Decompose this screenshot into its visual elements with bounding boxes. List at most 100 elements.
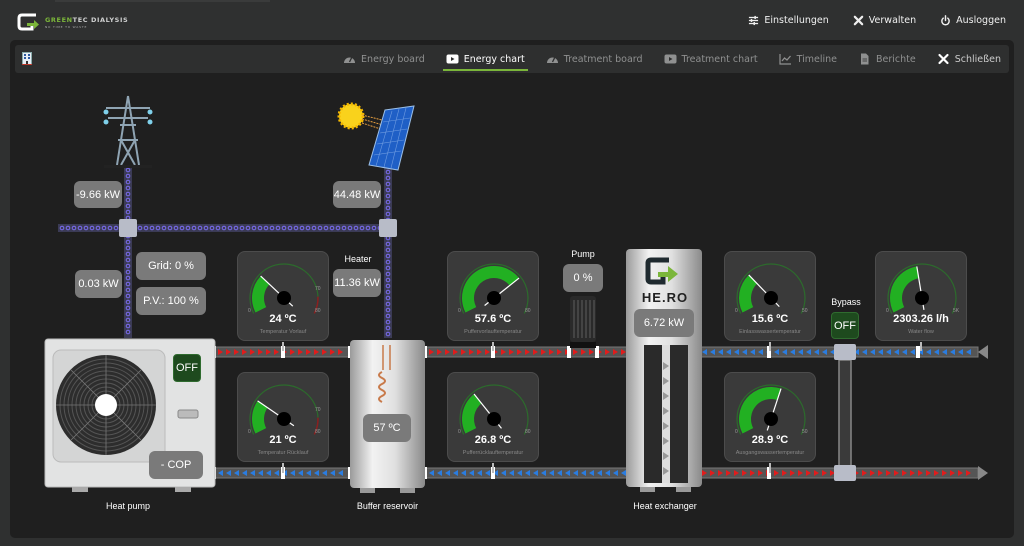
flow-arrow	[966, 470, 971, 476]
electric-dot	[59, 225, 65, 231]
electric-dot	[287, 225, 293, 231]
logo[interactable]: GREENTEC DIALYSIS NO TIME TO WASTE	[16, 12, 128, 32]
gauge-track	[249, 263, 319, 314]
tab-label: Energy chart	[463, 53, 525, 65]
flow-arrow	[958, 349, 963, 355]
pump-fin	[593, 300, 595, 338]
flow-arrow	[290, 349, 295, 355]
flow-arrow	[258, 470, 263, 476]
electric-dot	[107, 225, 113, 231]
flow-arrow	[509, 349, 514, 355]
pipe-connector	[916, 346, 920, 358]
gauge-track	[736, 263, 806, 314]
flow-arrow	[758, 470, 763, 476]
flow-arrow	[573, 470, 578, 476]
flow-arrow	[910, 470, 915, 476]
gauge-track	[249, 384, 319, 435]
settings-link[interactable]: Einstellungen	[748, 15, 829, 26]
gauge-track	[887, 263, 957, 314]
flow-arrow	[533, 349, 538, 355]
pump-fin	[589, 300, 591, 338]
tab-label: Berichte	[876, 53, 916, 65]
heat-transfer-arrow	[663, 362, 669, 370]
gauge-max-label: 80	[315, 429, 321, 435]
electric-dot	[341, 225, 347, 231]
gauge-fill	[462, 266, 520, 313]
heat-pump-toggle[interactable]: OFF	[173, 354, 201, 382]
logout-label: Ausloggen	[956, 15, 1006, 26]
flow-arrow	[258, 349, 263, 355]
building-icon[interactable]	[22, 52, 32, 65]
tab-bar: Energy board Energy chart Treatment board T…	[15, 45, 1009, 73]
flow-arrow	[621, 470, 626, 476]
flow-arrow	[798, 470, 803, 476]
electric-dot	[185, 225, 191, 231]
logout-link[interactable]: Ausloggen	[940, 15, 1006, 26]
gauge-min-label: 0	[248, 429, 251, 435]
heater-power-value: 11.36 kW	[333, 269, 381, 297]
electric-dot	[385, 199, 391, 205]
tab-timeline[interactable]: Timeline	[779, 45, 837, 73]
electric-dot	[257, 225, 263, 231]
electric-dot	[385, 193, 391, 199]
gauge-connector	[492, 463, 494, 473]
electric-dot	[137, 225, 143, 231]
tab-treatment-board[interactable]: Treatment board	[546, 45, 643, 73]
electric-dot	[385, 259, 391, 265]
pipe-connector	[767, 346, 771, 358]
grid-power-value: -9.66 kW	[74, 181, 122, 208]
brand-tagline: NO TIME TO WASTE	[45, 24, 88, 29]
electric-dot	[125, 329, 131, 335]
gauge-max-label: 5K	[953, 308, 960, 314]
pylon-arms	[106, 107, 150, 119]
flow-arrow	[589, 470, 594, 476]
tab-energy-chart[interactable]: Energy chart	[442, 45, 528, 73]
tab-schlie-en[interactable]: Schließen	[937, 45, 1001, 73]
flow-arrow	[549, 349, 554, 355]
gauge-connector	[769, 463, 771, 473]
dashboard-icon	[546, 53, 559, 65]
flow-arrow	[734, 470, 739, 476]
flow-arrow	[485, 349, 490, 355]
inlet-arrow-icon	[978, 345, 988, 359]
flow-arrow	[950, 470, 955, 476]
electric-dot	[385, 307, 391, 313]
bypass-toggle[interactable]: OFF	[831, 312, 859, 339]
gauge-hub	[277, 412, 291, 426]
flow-arrow	[541, 470, 546, 476]
gauge-min-label: 0	[248, 308, 251, 314]
tab-treatment-chart[interactable]: Treatment chart	[664, 45, 758, 73]
electric-dot	[385, 169, 391, 175]
flow-arrow	[517, 470, 522, 476]
flow-arrow	[250, 470, 255, 476]
flow-arrow	[501, 349, 506, 355]
flow-arrow	[830, 349, 835, 355]
tab-berichte[interactable]: Berichte	[858, 45, 916, 73]
manage-link[interactable]: Verwalten	[853, 15, 916, 26]
tab-energy-board[interactable]: Energy board	[343, 45, 425, 73]
insulator	[147, 119, 153, 125]
exchanger-plate	[662, 345, 670, 483]
pipe-connector	[567, 346, 571, 358]
power-pylon-icon	[103, 95, 153, 168]
gauge-fill	[890, 266, 919, 313]
electric-dot	[385, 253, 391, 259]
flow-arrow	[918, 470, 923, 476]
electric-dot	[353, 225, 359, 231]
gauge-warn-label: 70	[315, 407, 321, 413]
gauge-dial	[459, 263, 529, 314]
electric-dot	[359, 225, 365, 231]
electric-dot	[385, 271, 391, 277]
electric-dot	[125, 257, 131, 263]
flow-arrow	[702, 470, 707, 476]
pump-fin	[585, 300, 587, 338]
flow-arrow	[750, 470, 755, 476]
flow-arrow	[573, 349, 578, 355]
gauge-min-label: 0	[458, 429, 461, 435]
video-icon	[446, 53, 459, 65]
electric-dot	[385, 205, 391, 211]
flow-arrow	[814, 349, 819, 355]
electric-dot	[227, 225, 233, 231]
flow-arrow	[734, 349, 739, 355]
